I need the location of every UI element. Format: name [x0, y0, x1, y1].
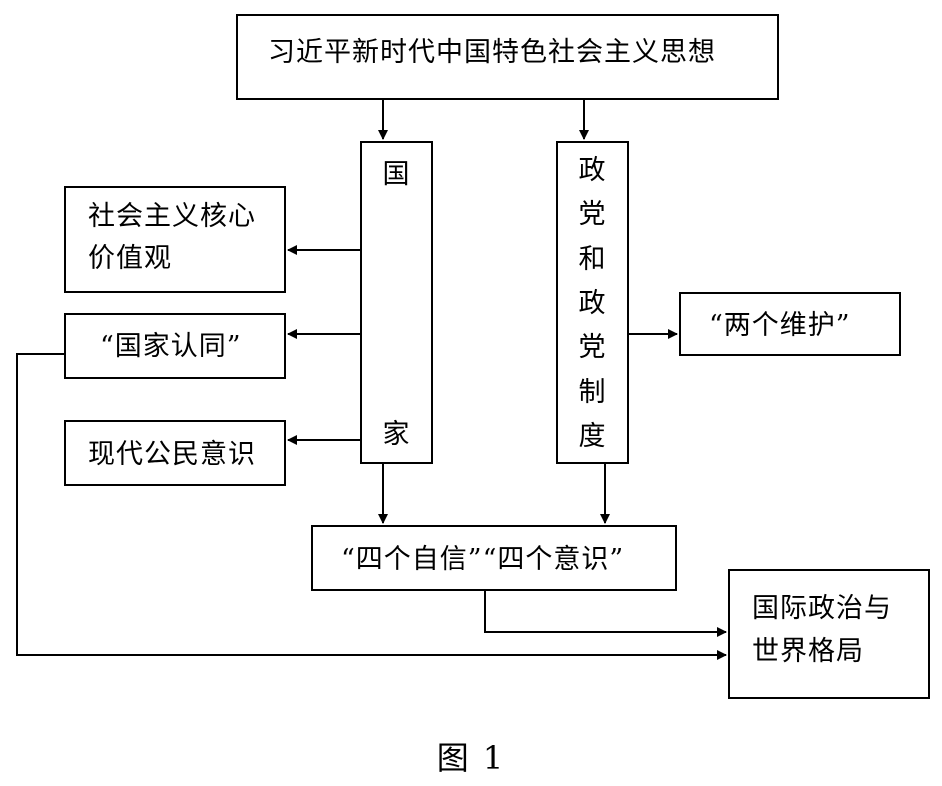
box-core-values-line2: 价值观 [88, 242, 172, 274]
box-party-system: 政 党 和 政 党 制 度 [556, 141, 629, 464]
box-state-char: 国 [382, 159, 411, 190]
box-party-char: 度 [578, 420, 607, 452]
box-world-politics-line1: 国际政治与 [752, 593, 892, 624]
box-core-values-line1: 社会主义核心 [88, 201, 256, 232]
box-party-char: 制 [578, 376, 607, 408]
arrow-four-to-world [484, 591, 727, 637]
arrow-identity-to-world [16, 353, 727, 660]
box-xi-thought-label: 习近平新时代中国特色社会主义思想 [268, 37, 716, 68]
box-national-identity-label: “国家认同” [100, 331, 242, 362]
box-civic-awareness-label: 现代公民意识 [88, 439, 256, 470]
box-two-maintenances-label: “两个维护” [709, 310, 851, 341]
box-party-char: 政 [578, 155, 607, 186]
box-national-identity: “国家认同” [64, 313, 286, 379]
box-state: 国 家 [360, 141, 433, 464]
box-core-values: 社会主义核心 价值观 [64, 186, 286, 293]
box-party-char: 和 [578, 243, 607, 275]
box-world-politics-line2: 世界格局 [752, 636, 864, 668]
box-state-char: 家 [382, 418, 411, 450]
box-world-politics: 国际政治与 世界格局 [728, 569, 930, 699]
box-party-char: 党 [578, 332, 607, 364]
box-four-confidences: “四个自信”“四个意识” [311, 525, 677, 591]
box-party-char: 政 [578, 287, 607, 319]
box-party-char: 党 [578, 199, 607, 231]
box-civic-awareness: 现代公民意识 [64, 420, 286, 486]
box-xi-thought: 习近平新时代中国特色社会主义思想 [236, 14, 779, 100]
box-two-maintenances: “两个维护” [679, 292, 901, 356]
figure-caption: 图 1 [436, 739, 506, 777]
box-four-confidences-label: “四个自信”“四个意识” [341, 544, 625, 575]
